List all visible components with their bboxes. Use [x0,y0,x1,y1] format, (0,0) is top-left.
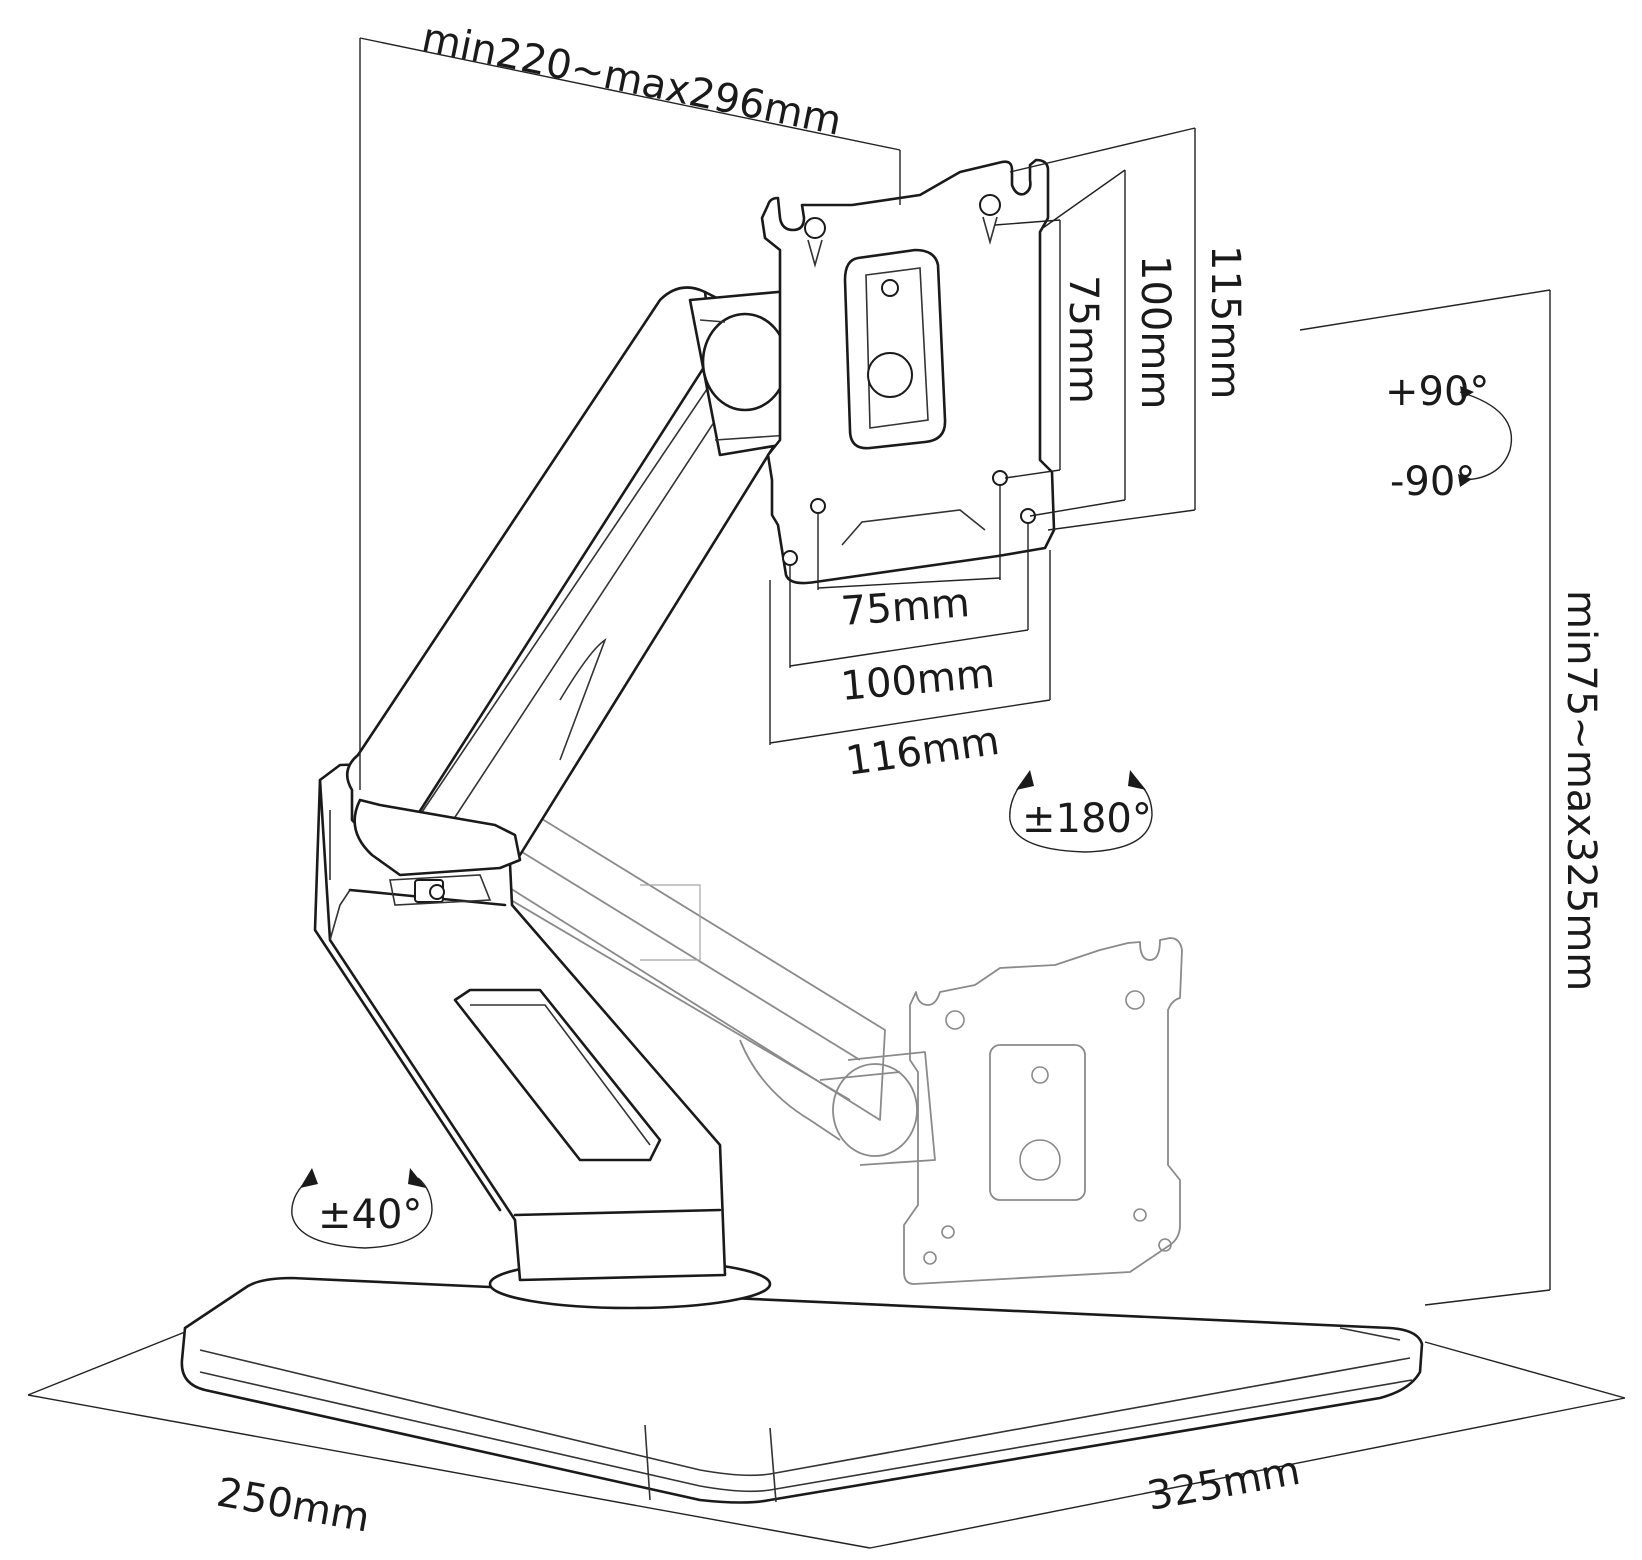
vesa-width-75-label: 75mm [839,580,971,635]
plate-height-115-label: 115mm [1202,245,1248,399]
swivel-180-left-arrow-icon [1016,770,1034,790]
raised-arm [345,286,812,906]
swivel-40-left-arrow-icon [300,1168,318,1188]
tilt-up-arrow-icon [1460,386,1474,399]
tilt-down-label: -90° [1390,459,1475,505]
tilt-up-label: +90° [1385,369,1489,415]
rotation-markers [291,386,1512,1249]
swivel-180-right-arrow-icon [1128,770,1146,790]
swivel-40-right-arrow-icon [408,1168,426,1188]
swivel-40-arc [291,1177,433,1249]
tilt-down-arrow-icon [1458,474,1472,487]
vesa-height-100-label: 100mm [1132,255,1178,409]
raised-vesa-plate [760,158,1056,585]
height-range-label: min75~max325mm [1558,590,1604,991]
ghost-vesa-plate [903,937,1183,1285]
base-swivel-40-label: ±40° [318,1192,422,1238]
dimension-lines [27,37,1626,1549]
vesa-height-75-label: 75mm [1060,275,1106,404]
tilt-arc [1459,391,1512,481]
arm-reach-label: min220~max296mm [418,15,845,145]
base-width-label: 325mm [1144,1448,1304,1520]
labels: min220~max296mm 75mm 100mm 115mm 75mm 10… [213,15,1604,1542]
vesa-width-100-label: 100mm [839,651,997,710]
swivel-180-label: ±180° [1022,796,1152,842]
swivel-180-arc [1009,779,1153,853]
base-depth-label: 250mm [213,1470,373,1542]
